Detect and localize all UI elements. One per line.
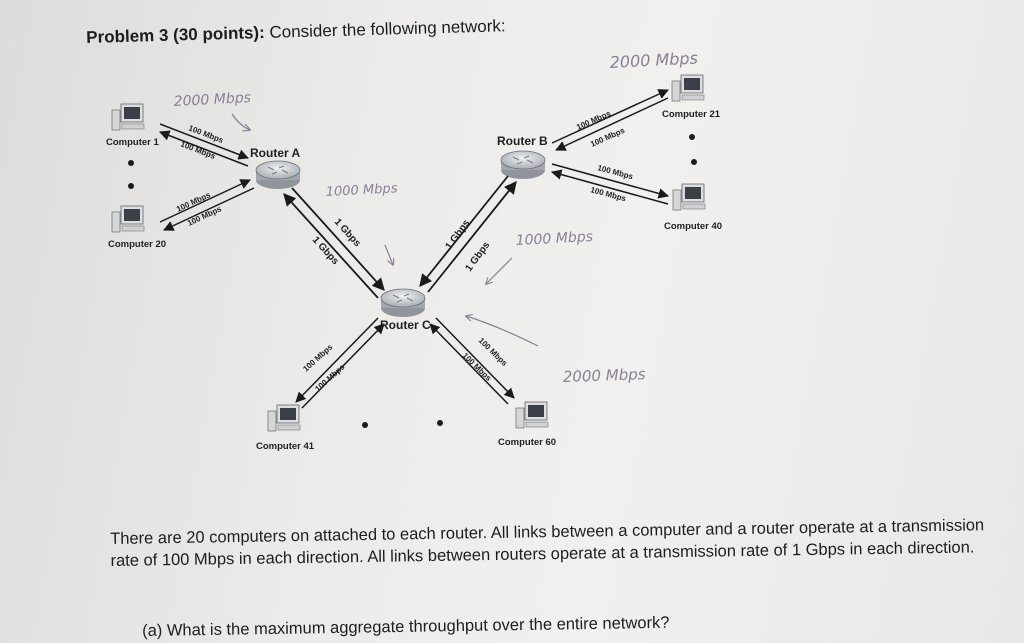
computer-40-icon — [672, 183, 706, 211]
link-rc-c60 — [429, 317, 515, 405]
link-speed-label: 1 Gbps — [444, 218, 473, 252]
router-c-label: Router C — [380, 318, 431, 332]
link-rc-c41 — [295, 317, 385, 409]
ellipsis-dot — [128, 183, 134, 189]
computer-1-label: Computer 1 — [106, 137, 160, 148]
computer-21-icon — [671, 74, 705, 102]
handwritten-router-a-total: 2000 Mbps — [173, 90, 251, 110]
ellipsis-dot — [437, 420, 443, 426]
link-c1-ra — [159, 123, 249, 167]
link-rb-c40 — [550, 163, 670, 205]
handwritten-link-ac: 1000 Mbps — [325, 181, 398, 200]
computer-20-icon — [111, 205, 145, 233]
handwritten-router-b-total: 2000 Mbps — [609, 48, 698, 72]
router-b-label: Router B — [497, 134, 548, 148]
link-rb-c21 — [551, 89, 669, 151]
router-a-label: Router A — [250, 146, 301, 160]
handwritten-arrow — [384, 244, 393, 265]
ellipsis-dot — [128, 160, 134, 166]
computer-60-label: Computer 60 — [498, 437, 556, 448]
handwritten-arrow — [466, 316, 539, 347]
ellipsis-dot — [691, 159, 697, 165]
link-speed-label: 100 Mbps — [301, 342, 335, 373]
link-c20-ra — [159, 179, 255, 231]
link-ra-rc — [283, 187, 385, 299]
computer-41-label: Computer 41 — [256, 441, 315, 452]
link-speed-label: 100 Mbps — [575, 109, 612, 132]
handwritten-arrow — [486, 257, 513, 284]
handwritten-link-bc: 1000 Mbps — [515, 229, 593, 249]
computer-20-label: Computer 20 — [108, 239, 166, 250]
router-a-icon — [255, 160, 301, 190]
link-speed-label: 1 Gbps — [464, 240, 493, 274]
router-b-icon — [500, 150, 546, 180]
link-speed-label: 100 Mbps — [589, 126, 626, 149]
computer-40-label: Computer 40 — [664, 221, 722, 232]
computer-1-icon — [111, 103, 145, 131]
link-speed-label: 100 Mbps — [596, 163, 634, 181]
link-speed-label: 100 Mbps — [477, 336, 510, 368]
computer-21-label: Computer 21 — [662, 109, 721, 120]
link-speed-label: 1 Gbps — [332, 217, 363, 250]
computer-60-icon — [515, 401, 549, 429]
handwritten-arrow — [231, 113, 250, 130]
handwritten-router-c-total: 2000 Mbps — [563, 365, 647, 386]
link-speed-label: 100 Mbps — [179, 139, 217, 161]
ellipsis-dot — [362, 422, 368, 428]
link-speed-label: 100 Mbps — [461, 351, 494, 383]
link-rb-rc — [419, 175, 517, 293]
computer-41-icon — [267, 404, 301, 432]
ellipsis-dot — [689, 134, 695, 140]
router-c-icon — [380, 288, 426, 318]
